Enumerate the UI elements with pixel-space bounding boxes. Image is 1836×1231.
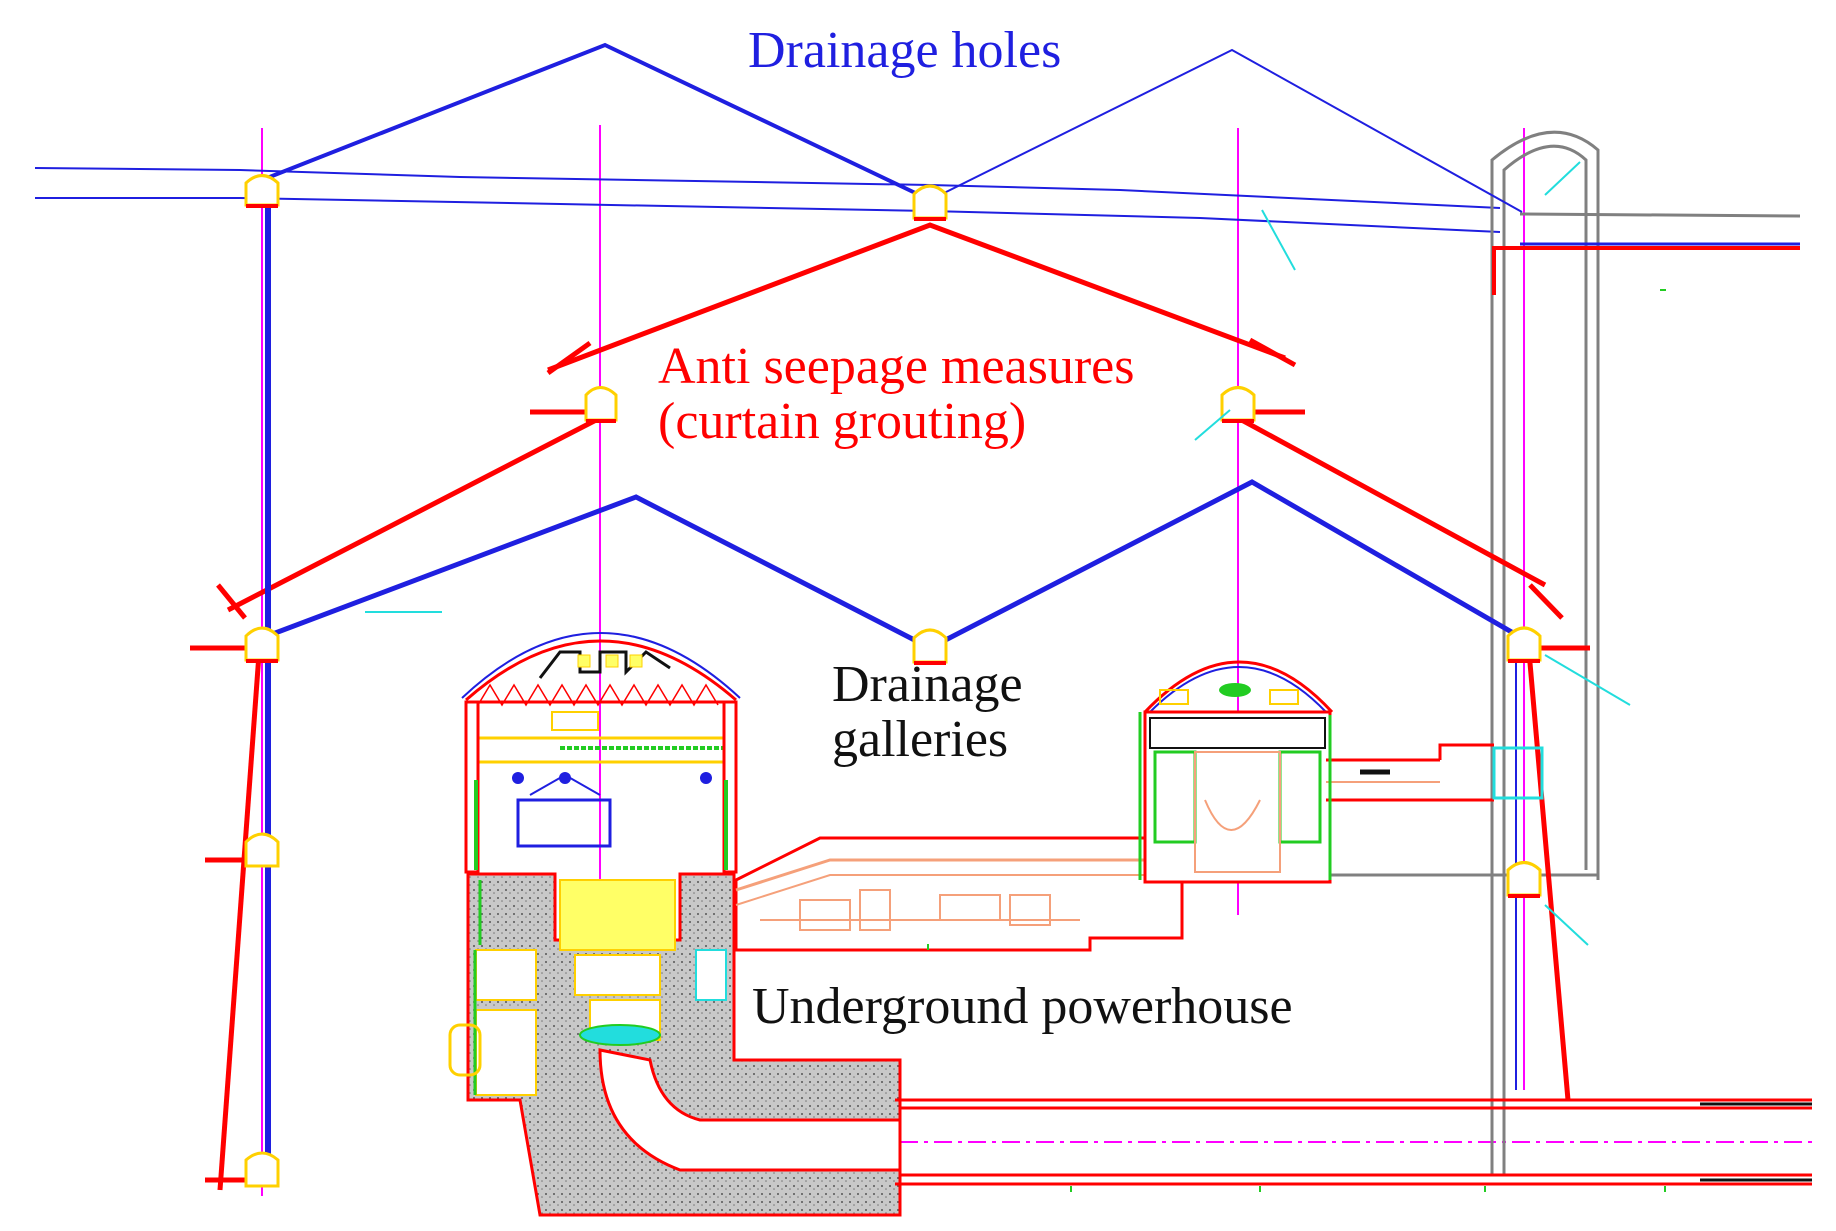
gallery-section-1	[244, 174, 280, 207]
draft-tube	[598, 1048, 902, 1172]
bus-tunnel	[734, 803, 1184, 952]
gallery-section-3	[584, 386, 618, 422]
turbine-runner	[579, 1024, 661, 1046]
access-shaft	[1330, 130, 1801, 1175]
shaft-top-tunnel	[1519, 212, 1801, 218]
label-drainage-galleries: Drainage galleries	[832, 656, 1023, 768]
drainage-hole-lower-right	[928, 479, 1524, 651]
lower-bay-left-2	[475, 1009, 537, 1096]
drainage-holes-lower	[261, 479, 1524, 651]
crown-equipment	[538, 650, 671, 679]
gallery-section-7	[1506, 626, 1542, 662]
drainage-hole-fan-right	[929, 48, 1523, 213]
curtain-grouting	[190, 222, 1590, 1191]
label-drainage-galleries-line1: Drainage	[832, 656, 1023, 713]
access-shaft-inner	[1502, 144, 1588, 1175]
drainage-gallery-sections	[244, 174, 1542, 1188]
label-drainage-holes: Drainage holes	[748, 22, 1062, 79]
transformer-cavern	[1138, 660, 1544, 884]
label-anti-seepage-line2: (curtain grouting)	[658, 392, 1027, 450]
cyan-details	[365, 161, 1631, 946]
gallery-section-6	[912, 628, 948, 664]
gallery-section-10	[244, 1151, 280, 1188]
bus-tunnel-outline	[734, 803, 1184, 952]
top-red-tunnel	[1492, 246, 1800, 295]
drainage-holes-upper	[261, 42, 1523, 213]
control-room-box	[516, 798, 612, 848]
lower-bay-right	[695, 949, 727, 1001]
cavern-vault	[461, 632, 741, 699]
tunnel-line-upper	[34, 167, 1501, 209]
grouting-cross-1	[216, 583, 247, 620]
grouting-mark-2	[1248, 337, 1297, 368]
lower-bay-left	[475, 949, 537, 1001]
tunnel-line-lower	[35, 197, 1501, 233]
green-ticks	[927, 289, 1666, 1192]
gallery-section-2	[912, 184, 948, 220]
label-drainage-galleries-line2: galleries	[832, 710, 1009, 768]
grouting-left	[226, 415, 602, 613]
generator-hall	[559, 879, 676, 951]
cavern-crown-truss	[477, 683, 719, 707]
grouting-right	[1236, 415, 1547, 588]
drainage-hole-fan-left	[261, 42, 931, 202]
main-cavern	[448, 632, 902, 1217]
gallery-section-9	[1506, 861, 1542, 897]
label-anti-seepage: Anti seepage measures (curtain grouting)	[658, 338, 1135, 450]
grouting-right-vertical	[1525, 639, 1571, 1101]
label-underground-powerhouse: Underground powerhouse	[752, 978, 1293, 1035]
generator-pit	[574, 954, 661, 996]
transformer-hall	[1143, 710, 1332, 884]
grouting-upper	[547, 222, 1286, 373]
gallery-section-8	[244, 832, 280, 868]
gallery-floor-marks	[246, 204, 1540, 898]
access-shaft-outer	[1490, 130, 1600, 1175]
gallery-section-4	[1220, 386, 1256, 422]
top-tunnel-lines	[34, 167, 1501, 233]
grouting-cross-2	[1528, 583, 1564, 620]
label-anti-seepage-line1: Anti seepage measures	[658, 338, 1135, 395]
tailrace-tunnel	[895, 1098, 1812, 1186]
grouting-left-vertical	[217, 639, 263, 1191]
cavern-vault-lining	[465, 639, 737, 702]
drainage-hole-lower-left	[261, 494, 932, 651]
gallery-section-5	[244, 626, 280, 662]
crane-trolley	[551, 711, 599, 731]
grouting-mark-1	[546, 340, 592, 376]
